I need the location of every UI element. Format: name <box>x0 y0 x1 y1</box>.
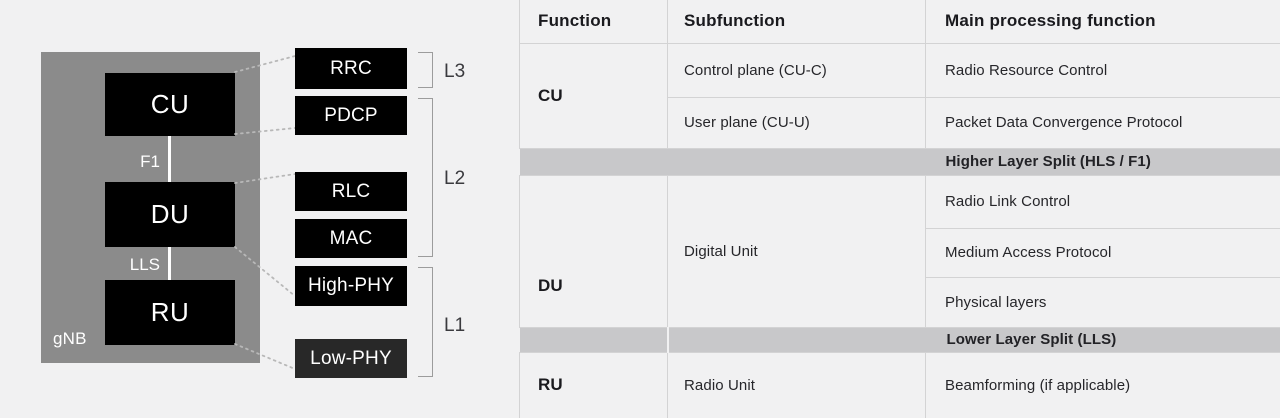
rlc-box: RLC <box>295 172 407 211</box>
cell-radio-unit: Radio Unit <box>667 351 926 418</box>
du-ru-connector-line <box>168 247 171 280</box>
table-header-row: Function Subfunction Main processing fun… <box>519 0 1280 44</box>
cell-cu-control-plane: Control plane (CU-C) <box>667 42 926 98</box>
low-phy-box: Low-PHY <box>295 339 407 378</box>
high-phy-box: High-PHY <box>295 266 407 306</box>
f1-interface-label: F1 <box>140 152 160 171</box>
cu-node-box: CU <box>105 73 235 136</box>
cell-cu-user-plane: User plane (CU-U) <box>667 96 926 149</box>
pdcp-box: PDCP <box>295 96 407 135</box>
du-node-box: DU <box>105 182 235 247</box>
cell-pdcp: Packet Data Convergence Protocol <box>925 96 1280 149</box>
cell-physical-layers: Physical layers <box>925 276 1280 328</box>
cell-ru: RU <box>519 351 668 418</box>
ru-node-box: RU <box>105 280 235 345</box>
table-row: Medium Access Protocol <box>520 227 1280 278</box>
header-main-processing: Main processing function <box>925 0 1280 44</box>
cell-digital-unit: Digital Unit <box>667 174 926 328</box>
l1-bracket <box>418 267 433 377</box>
lls-interface-label: LLS <box>129 255 160 274</box>
cu-du-connector-line <box>168 136 171 182</box>
cell-medium-access-protocol: Medium Access Protocol <box>925 227 1280 278</box>
table-row: DU Digital Unit Radio Link Control <box>519 174 1280 328</box>
cell-cu: CU <box>519 42 668 149</box>
rrc-box: RRC <box>295 48 407 89</box>
cell-lls-band-spacer <box>519 326 669 353</box>
table-row: User plane (CU-U) Packet Data Convergenc… <box>520 96 1280 149</box>
cell-du: DU <box>519 174 668 328</box>
l2-bracket <box>418 98 433 257</box>
mac-box: MAC <box>295 219 407 258</box>
header-function: Function <box>519 0 668 44</box>
cell-higher-layer-split: Higher Layer Split (HLS / F1) <box>519 147 1280 176</box>
cell-lower-layer-split: Lower Layer Split (LLS) <box>667 326 1280 353</box>
cell-radio-resource-control: Radio Resource Control <box>925 42 1280 98</box>
header-subfunction: Subfunction <box>667 0 926 44</box>
l1-label: L1 <box>444 315 466 336</box>
lls-band-row: Lower Layer Split (LLS) <box>519 326 1280 353</box>
cell-radio-link-control: Radio Link Control <box>925 174 1280 229</box>
hls-band-row: Higher Layer Split (HLS / F1) <box>519 147 1280 176</box>
function-split-table: Function Subfunction Main processing fun… <box>519 0 1280 418</box>
l3-label: L3 <box>444 61 466 82</box>
l2-label: L2 <box>444 168 466 189</box>
gnb-label: gNB <box>53 329 87 348</box>
cell-beamforming: Beamforming (if applicable) <box>925 351 1280 418</box>
table-row: CU Control plane (CU-C) Radio Resource C… <box>519 42 1280 149</box>
l3-bracket <box>418 52 433 88</box>
table-row: Physical layers <box>520 276 1280 328</box>
table-row: RU Radio Unit Beamforming (if applicable… <box>519 351 1280 418</box>
